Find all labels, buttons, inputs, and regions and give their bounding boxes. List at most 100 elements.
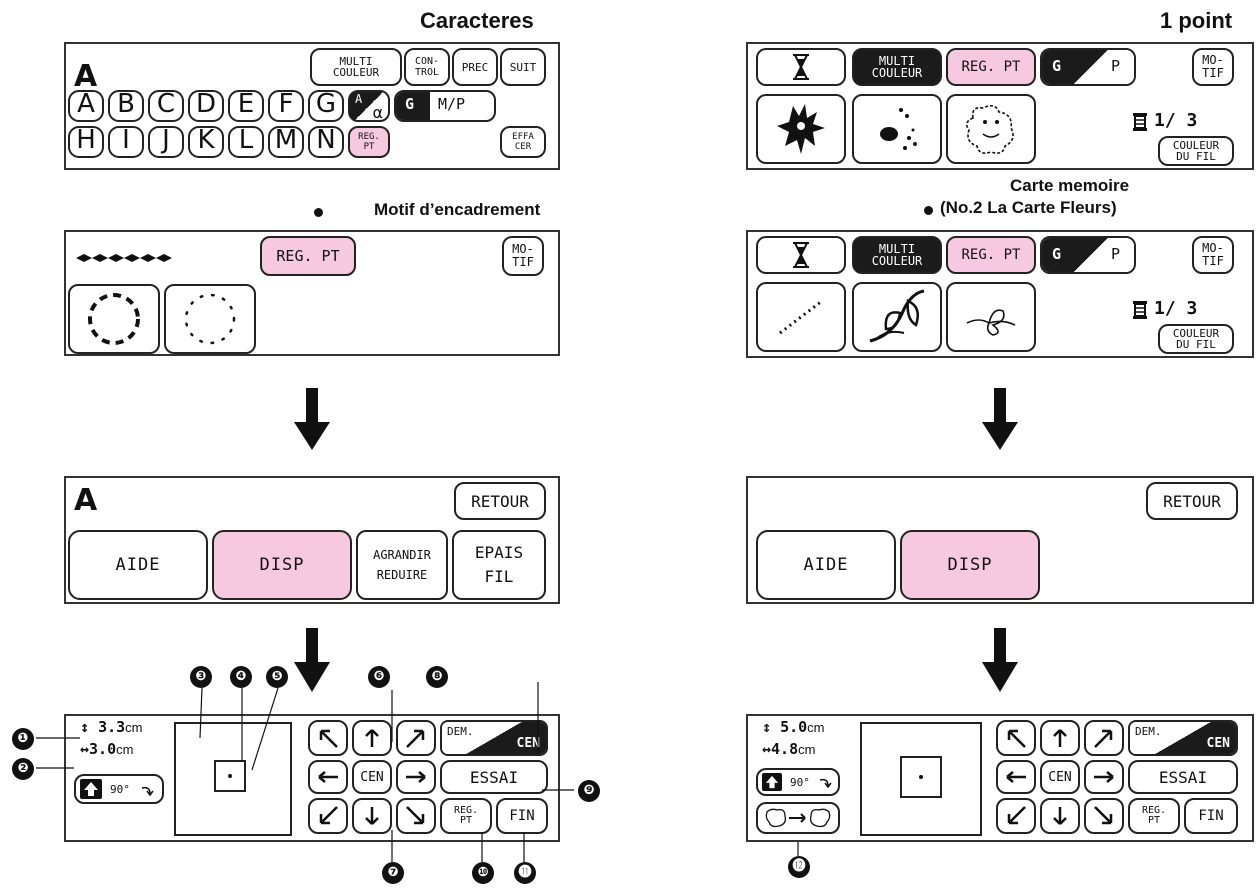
width-readout: ↔4.8cm [762,740,816,758]
disp-button[interactable]: DISP [212,530,352,600]
reg-pt-button[interactable]: REG. PT [946,48,1036,86]
rotate-button[interactable]: 90° [74,774,164,804]
letter-key-l[interactable]: L [228,126,264,158]
hourglass-button[interactable] [756,48,846,86]
letter-key-i[interactable]: I [108,126,144,158]
size-gp-button[interactable]: G P [1040,236,1136,274]
letter-key-k[interactable]: K [188,126,224,158]
letter-key-b[interactable]: B [108,90,144,122]
move-right-button[interactable] [1084,760,1124,794]
letter-key-f[interactable]: F [268,90,304,122]
reg-pt-button[interactable]: REG.PT [440,798,492,834]
disp-button[interactable]: DISP [900,530,1040,600]
control-button[interactable]: CON-TROL [404,48,450,86]
move-up-button[interactable] [352,720,392,756]
letter-key-g[interactable]: G [308,90,344,122]
letter-key-n[interactable]: N [308,126,344,158]
move-up-right-button[interactable] [396,720,436,756]
motif-button[interactable]: MO-TIF [502,236,544,276]
move-up-left-button[interactable] [996,720,1036,756]
move-up-right-button[interactable] [1084,720,1124,756]
motif-button[interactable]: MO-TIF [1192,48,1234,86]
motif-button[interactable]: MO-TIF [1192,236,1234,274]
alphabet-toggle-button[interactable]: A α [348,90,390,122]
center-button[interactable]: CEN [1040,760,1080,794]
dem-cen-button[interactable]: DEM. CEN [440,720,548,756]
fin-button[interactable]: FIN [1184,798,1238,834]
retour-button[interactable]: RETOUR [454,482,546,520]
card-thumbnail-3[interactable] [946,282,1036,352]
move-left-button[interactable] [308,760,348,794]
move-down-right-button[interactable] [396,798,436,834]
frame-thumbnail-dashed-circle[interactable] [68,284,160,354]
move-left-button[interactable] [996,760,1036,794]
selected-letter: A [74,59,98,94]
prec-button[interactable]: PREC [452,48,498,86]
letter-key-j[interactable]: J [148,126,184,158]
reg-pt-button[interactable]: REG. PT [946,236,1036,274]
essai-button[interactable]: ESSAI [440,760,548,794]
callout-8: ❽ [426,666,448,688]
frame-thumbnail-dotted-circle[interactable] [164,284,256,354]
move-down-button[interactable] [1040,798,1080,834]
design-bounds [214,760,246,792]
arrow-down-icon [982,388,1018,450]
card-thumbnail-2[interactable] [852,282,942,352]
card-thumbnail-1[interactable] [756,282,846,352]
arrow-down-icon [294,628,330,692]
move-down-left-button[interactable] [308,798,348,834]
arrow-up-icon [1053,729,1067,747]
move-down-left-button[interactable] [996,798,1036,834]
reg-pt-button[interactable]: REG.PT [348,126,390,158]
move-up-left-button[interactable] [308,720,348,756]
move-down-button[interactable] [352,798,392,834]
fin-button[interactable]: FIN [496,798,548,834]
dotted-line-icon [779,299,823,335]
layout-panel-right: ↕ 5.0cm ↔4.8cm 90° DEM. CEN CEN [746,714,1254,842]
suit-button[interactable]: SUIT [500,48,546,86]
letter-key-d[interactable]: D [188,90,224,122]
size-gmp-button[interactable]: G M/P [394,90,496,122]
needle-position-dot [228,774,232,778]
rotate-button[interactable]: 90° [756,768,840,796]
callout-3: ❸ [190,666,212,688]
arrow-diagonal-icon [319,806,338,825]
aide-button[interactable]: AIDE [756,530,896,600]
reg-pt-button[interactable]: REG. PT [260,236,356,276]
retour-button[interactable]: RETOUR [1146,482,1238,520]
aide-button[interactable]: AIDE [68,530,208,600]
bullet-marker [314,208,323,217]
center-button[interactable]: CEN [352,760,392,794]
hourglass-button[interactable] [756,236,846,274]
move-down-right-button[interactable] [1084,798,1124,834]
essai-button[interactable]: ESSAI [1128,760,1238,794]
move-up-button[interactable] [1040,720,1080,756]
size-gp-button[interactable]: G P [1040,48,1136,86]
width-readout: ↔3.0cm [80,740,134,758]
arrow-diagonal-icon [406,806,425,825]
letter-key-c[interactable]: C [148,90,184,122]
flip-button[interactable] [756,802,840,834]
design-preview [174,722,292,836]
letter-key-h[interactable]: H [68,126,104,158]
motif-thumbnail-3[interactable] [946,94,1036,164]
reg-pt-button[interactable]: REG.PT [1128,798,1180,834]
dem-cen-button[interactable]: DEM. CEN [1128,720,1238,756]
letter-key-e[interactable]: E [228,90,264,122]
letter-key-a[interactable]: A [68,90,104,122]
move-right-button[interactable] [396,760,436,794]
callout-11: ⓫ [514,862,536,884]
horizontal-arrow-icon: ↔ [762,740,772,758]
letter-key-m[interactable]: M [268,126,304,158]
motif-thumbnail-1[interactable] [756,94,846,164]
motif-thumbnail-2[interactable] [852,94,942,164]
